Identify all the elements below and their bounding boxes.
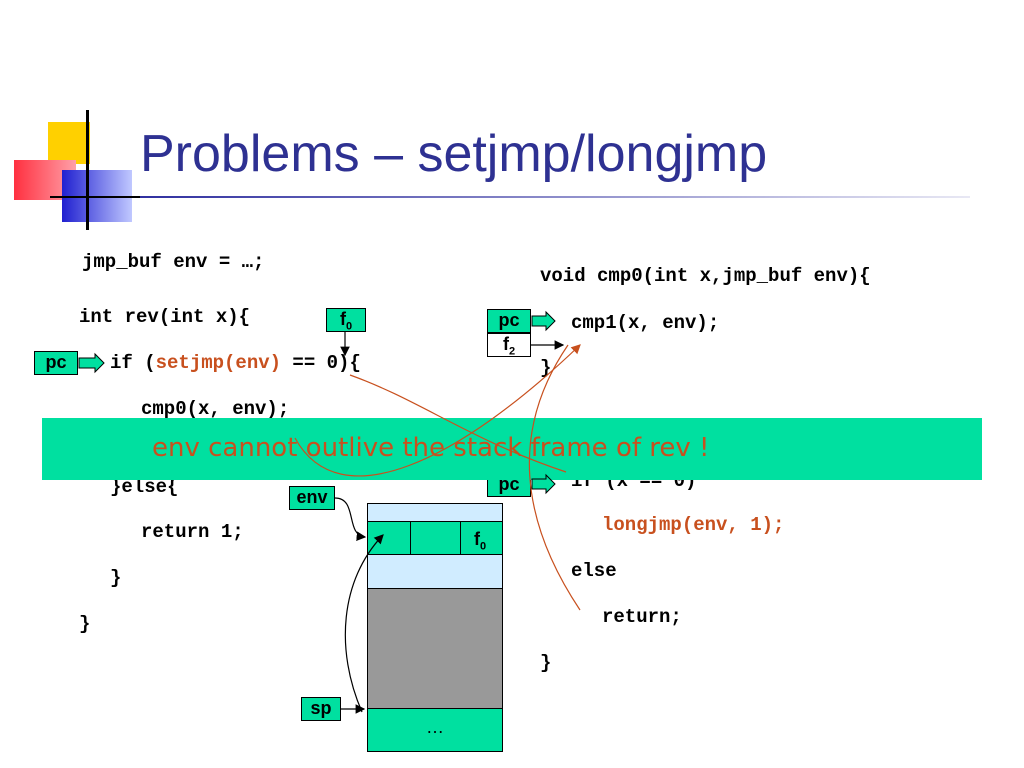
stack-divider-1 bbox=[410, 522, 411, 554]
sp-label: sp bbox=[301, 697, 341, 721]
pc-arrow-right-top bbox=[531, 310, 556, 332]
env-pointer-arrow bbox=[334, 497, 367, 541]
stack-f0-sub: 0 bbox=[480, 540, 487, 553]
f0-label-main: f bbox=[339, 309, 346, 329]
pc-label-right-top: pc bbox=[487, 309, 531, 333]
logo-vertical-line bbox=[86, 110, 89, 230]
left-code-line-9: } bbox=[79, 613, 91, 635]
stack-f0-text: f0 bbox=[474, 529, 486, 557]
logo-horizontal-line bbox=[50, 196, 160, 198]
setjmp-if-prefix: if ( bbox=[110, 352, 156, 374]
right-code-line-3: } bbox=[540, 357, 552, 379]
left-code-line-8: } bbox=[110, 567, 122, 589]
setjmp-call: setjmp(env) bbox=[155, 352, 282, 374]
left-code-line-3: if (setjmp(env) == 0){ bbox=[110, 352, 361, 374]
setjmp-if-suffix: == 0){ bbox=[281, 352, 361, 374]
warning-banner-text: env cannot outlive the stack frame of re… bbox=[152, 433, 710, 463]
f0-label-sub: 0 bbox=[345, 320, 353, 333]
left-code-line-4: cmp0(x, env); bbox=[141, 398, 290, 420]
right-code-line-2: cmp1(x, env); bbox=[571, 312, 720, 334]
stack-free-region bbox=[367, 588, 503, 709]
right-code-line-6: longjmp(env, 1); bbox=[602, 514, 785, 536]
stack-bottom-frame: … bbox=[367, 708, 503, 752]
f2-label-sub: 2 bbox=[508, 345, 516, 358]
pc-label-left: pc bbox=[34, 351, 78, 375]
left-code-line-6: }else{ bbox=[110, 476, 179, 498]
f2-label-main: f bbox=[502, 334, 509, 354]
stack-f0-frame: f0 bbox=[367, 521, 503, 555]
logo-yellow-square bbox=[48, 122, 90, 164]
stack-f0-main: f bbox=[474, 529, 480, 549]
stack-divider-2 bbox=[460, 522, 461, 554]
right-code-line-8: return; bbox=[602, 606, 682, 628]
stack-top-cell bbox=[367, 503, 503, 522]
pc-arrow-left bbox=[78, 352, 105, 374]
f2-label: f2 bbox=[487, 333, 531, 358]
left-code-line-1: jmp_buf env = …; bbox=[82, 251, 265, 273]
right-code-line-9: } bbox=[540, 652, 552, 674]
left-code-line-7: return 1; bbox=[141, 521, 244, 543]
warning-banner: env cannot outlive the stack frame of re… bbox=[42, 418, 982, 480]
right-code-line-7: else bbox=[571, 560, 617, 582]
logo-decoration bbox=[0, 100, 160, 230]
stack-light-cell bbox=[367, 554, 503, 589]
stack-ellipsis: … bbox=[426, 717, 444, 737]
page-title: Problems – setjmp/longjmp bbox=[140, 125, 768, 183]
env-label: env bbox=[289, 486, 335, 510]
f0-label: f0 bbox=[326, 308, 366, 333]
title-underline bbox=[140, 196, 970, 198]
right-code-line-1: void cmp0(int x,jmp_buf env){ bbox=[540, 265, 871, 287]
left-code-line-2: int rev(int x){ bbox=[79, 306, 251, 328]
